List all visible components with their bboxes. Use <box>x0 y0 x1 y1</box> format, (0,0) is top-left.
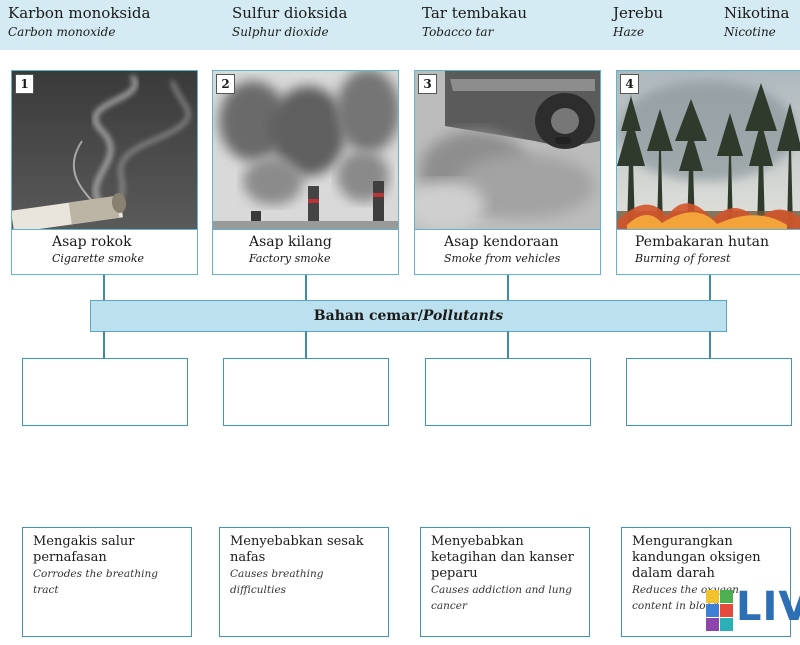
pollutants-bar: Bahan cemar/Pollutants <box>90 300 727 332</box>
connector-line <box>305 331 307 359</box>
connector-line <box>709 331 711 359</box>
connector-line <box>103 275 105 301</box>
word-en: Carbon monoxide <box>8 25 116 39</box>
effect-ms: Menyebabkan sesak nafas <box>230 534 364 565</box>
effect-ms: Mengurangkan kandungan oksigen dalam dar… <box>632 534 761 581</box>
effect-box: Menyebabkan sesak nafas Causes breathing… <box>219 527 389 637</box>
connector-line <box>305 275 307 301</box>
watermark-logo-text: LIV <box>736 584 800 630</box>
factory-smoke-photo: 2 <box>213 71 398 230</box>
word-ms: Tar tembakau <box>422 4 528 22</box>
word-bank-item: Sulfur dioksida Sulphur dioxide <box>232 4 347 42</box>
word-ms: Jerebu <box>613 4 664 22</box>
source-number: 2 <box>216 74 235 94</box>
source-card-forest: 4 Pembakaran hutan Burning of forest <box>616 70 800 275</box>
word-en: Nicotine <box>724 25 776 39</box>
word-bank-item: Jerebu Haze <box>613 4 663 42</box>
effect-en: Causes addiction and lung cancer <box>431 584 573 612</box>
word-bank-item: Karbon monoksida Carbon monoxide <box>8 4 150 42</box>
word-bank: Karbon monoksida Carbon monoxide Sulfur … <box>0 0 800 50</box>
source-card-vehicle: 3 Asap kendoraan Smoke from vehicles <box>414 70 601 275</box>
source-label-ms: Asap rokok <box>52 234 132 250</box>
answer-box-2[interactable] <box>223 358 389 426</box>
word-ms: Karbon monoksida <box>8 4 151 22</box>
word-en: Sulphur dioxide <box>232 25 329 39</box>
word-en: Tobacco tar <box>422 25 494 39</box>
source-number: 4 <box>620 74 639 94</box>
source-number: 1 <box>15 74 34 94</box>
effect-en: Corrodes the breathing tract <box>33 568 158 596</box>
source-label-en: Smoke from vehicles <box>444 252 561 265</box>
source-label-ms: Pembakaran hutan <box>635 234 770 250</box>
source-label-ms: Asap kilang <box>249 234 332 250</box>
source-card-cigarette: 1 Asap rokok Cigarette smoke <box>11 70 198 275</box>
connector-line <box>709 275 711 301</box>
watermark-logo: LIV <box>684 580 800 641</box>
source-number: 3 <box>418 74 437 94</box>
forest-fire-photo: 4 <box>617 71 800 230</box>
word-bank-item: Nikotina Nicotine <box>724 4 789 42</box>
source-label-en: Cigarette smoke <box>52 252 145 265</box>
connector-line <box>507 275 509 301</box>
source-label-en: Burning of forest <box>635 252 731 265</box>
answer-box-1[interactable] <box>22 358 188 426</box>
pollutants-label-ms: Bahan cemar/ <box>313 308 423 324</box>
source-label-en: Factory smoke <box>249 252 331 265</box>
effect-en: Causes breathing difficulties <box>230 568 324 596</box>
cigarette-smoke-photo: 1 <box>12 71 197 230</box>
source-card-factory: 2 Asap kilang Factory smoke <box>212 70 399 275</box>
effect-box: Mengakis salur pernafasan Corrodes the b… <box>22 527 192 637</box>
source-label-ms: Asap kendoraan <box>444 234 559 250</box>
pollutants-label-en: Pollutants <box>422 308 504 324</box>
word-bank-item: Tar tembakau Tobacco tar <box>422 4 527 42</box>
word-ms: Sulfur dioksida <box>232 4 348 22</box>
connector-line <box>103 331 105 359</box>
effect-box: Menyebabkan ketagihan dan kanser peparu … <box>420 527 590 637</box>
effect-ms: Mengakis salur pernafasan <box>33 534 135 565</box>
answer-box-3[interactable] <box>425 358 591 426</box>
word-ms: Nikotina <box>724 4 790 22</box>
answer-box-4[interactable] <box>626 358 792 426</box>
connector-line <box>507 331 509 359</box>
effect-ms: Menyebabkan ketagihan dan kanser peparu <box>431 534 574 581</box>
word-en: Haze <box>613 25 645 39</box>
vehicle-smoke-photo: 3 <box>415 71 600 230</box>
